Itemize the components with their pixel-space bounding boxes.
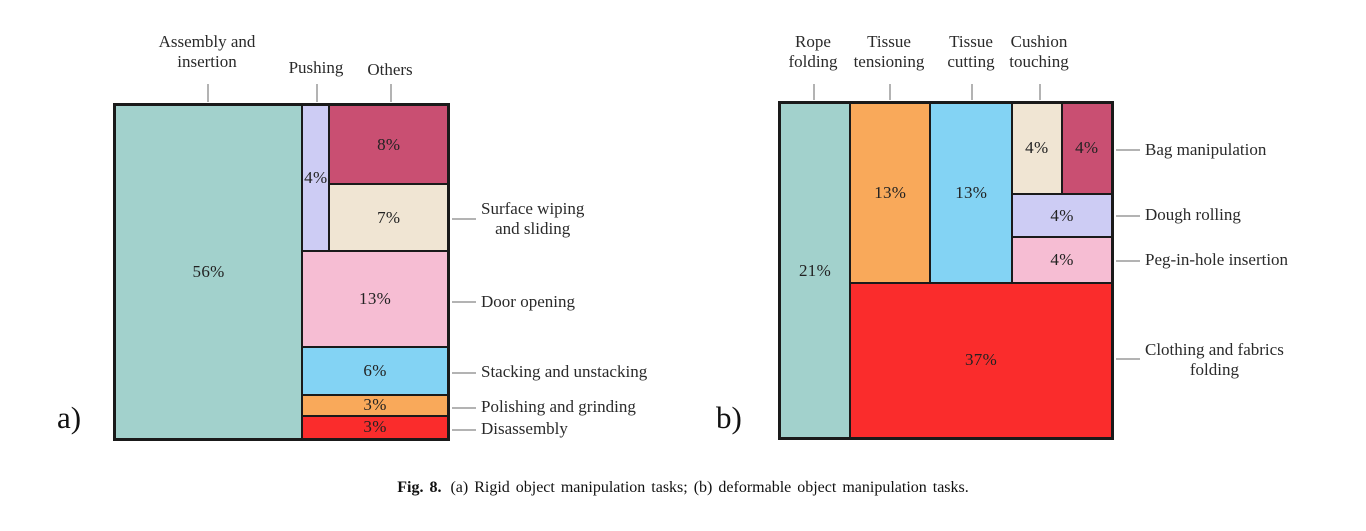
connector-cushion-touching <box>1039 84 1041 100</box>
panel-label-a: a) <box>57 400 82 435</box>
pct-rope-folding: 21% <box>798 260 832 280</box>
pct-surface-wiping: 7% <box>377 207 401 227</box>
figure-caption-prefix: Fig. 8. <box>397 479 442 496</box>
block-rope-folding: 21% <box>780 103 851 438</box>
pct-stacking: 6% <box>363 360 387 380</box>
label-surface-wiping: Surface wiping and sliding <box>481 198 585 238</box>
block-bag-manipulation: 4% <box>1061 103 1112 194</box>
connector-stacking <box>452 372 476 374</box>
block-assembly-and-insertion: 56% <box>115 105 303 439</box>
label-door-opening: Door opening <box>481 291 575 311</box>
label-peg-in-hole: Peg-in-hole insertion <box>1145 249 1289 269</box>
label-bag-manipulation: Bag manipulation <box>1145 139 1267 159</box>
pct-assembly-and-insertion: 56% <box>192 262 225 281</box>
pct-tissue-cutting: 13% <box>955 182 988 202</box>
connector-assembly <box>207 84 209 102</box>
figure-caption-text: (a) Rigid object manipulation tasks; (b)… <box>450 479 969 496</box>
treemap-rigid-tasks: 56% 4% 8% 7% 13% 6% 3% 3% <box>113 103 450 441</box>
connector-dough-rolling <box>1116 215 1140 217</box>
block-door-opening: 13% <box>302 251 448 348</box>
label-disassembly: Disassembly <box>481 418 568 438</box>
block-polishing: 3% <box>302 394 448 416</box>
pct-disassembly: 3% <box>363 417 387 437</box>
block-dough-rolling: 4% <box>1012 193 1112 238</box>
connector-peg-in-hole <box>1116 260 1140 262</box>
connector-rope-folding <box>813 84 815 100</box>
connector-surface-wiping <box>452 218 476 220</box>
connector-pushing <box>316 84 318 102</box>
pct-door-opening: 13% <box>359 289 392 309</box>
label-dough-rolling: Dough rolling <box>1145 204 1241 224</box>
pct-clothing-folding: 37% <box>964 350 998 370</box>
label-clothing-folding: Clothing and fabrics folding <box>1145 339 1284 379</box>
pct-pushing: 4% <box>304 168 328 188</box>
treemap-deformable-tasks: 21% 13% 13% 4% 4% 4% 4% 37% <box>778 101 1114 440</box>
label-tissue-cutting: Tissue cutting <box>947 32 995 72</box>
connector-disassembly <box>452 429 476 431</box>
pct-polishing: 3% <box>363 395 387 415</box>
connector-door-opening <box>452 301 476 303</box>
label-others: Others <box>367 60 413 79</box>
block-others: 8% <box>329 105 448 185</box>
label-stacking: Stacking and unstacking <box>481 361 648 381</box>
connector-tissue-tensioning <box>889 84 891 100</box>
label-cushion-touching: Cushion touching <box>1009 32 1069 72</box>
block-disassembly: 3% <box>302 415 448 439</box>
block-tissue-cutting: 13% <box>930 103 1013 283</box>
connector-polishing <box>452 407 476 409</box>
pct-bag-manipulation: 4% <box>1075 138 1099 158</box>
block-pushing: 4% <box>302 105 330 252</box>
figure-caption: Fig. 8. (a) Rigid object manipulation tas… <box>0 479 1366 497</box>
connector-others <box>390 84 392 102</box>
label-rope-folding: Rope folding <box>788 32 838 72</box>
pct-tissue-tensioning: 13% <box>874 182 907 202</box>
label-pushing: Pushing <box>288 58 344 77</box>
block-tissue-tensioning: 13% <box>850 103 931 283</box>
block-stacking: 6% <box>302 347 448 395</box>
pct-peg-in-hole: 4% <box>1050 250 1074 270</box>
label-tissue-tensioning: Tissue tensioning <box>853 32 925 72</box>
block-cushion-touching: 4% <box>1012 103 1062 194</box>
connector-tissue-cutting <box>971 84 973 100</box>
connector-bag-manipulation <box>1116 149 1140 151</box>
label-polishing: Polishing and grinding <box>481 396 636 416</box>
label-assembly-and-insertion: Assembly and insertion <box>158 32 256 72</box>
pct-dough-rolling: 4% <box>1050 205 1074 225</box>
pct-others: 8% <box>377 134 401 154</box>
panel-label-b: b) <box>716 400 742 435</box>
block-clothing-folding: 37% <box>850 282 1112 438</box>
block-peg-in-hole: 4% <box>1012 237 1112 283</box>
pct-cushion-touching: 4% <box>1025 138 1049 158</box>
block-surface-wiping: 7% <box>329 184 448 252</box>
connector-clothing-folding <box>1116 358 1140 360</box>
